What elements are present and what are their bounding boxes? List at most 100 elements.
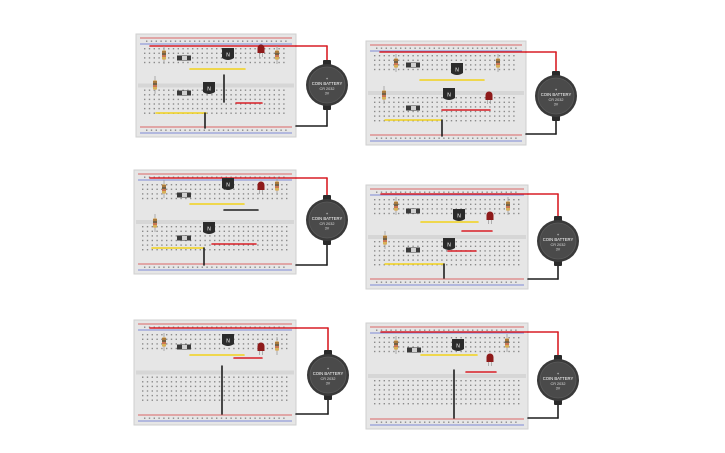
slide-switch[interactable] [406, 247, 420, 253]
hole [161, 399, 163, 401]
hole [196, 94, 199, 96]
resistor-band [275, 57, 279, 59]
hole [503, 203, 505, 205]
hole [508, 55, 510, 57]
hole [455, 115, 457, 117]
slide-switch[interactable] [406, 105, 420, 111]
hole [286, 390, 288, 392]
rail-hole [390, 329, 392, 331]
hole [402, 64, 405, 66]
rail-hole [404, 191, 407, 193]
hole [175, 226, 177, 228]
hole [144, 98, 146, 101]
rail-hole [246, 40, 249, 42]
hole [383, 115, 385, 117]
hole [388, 115, 390, 117]
hole [460, 337, 462, 339]
rail-hole [261, 40, 263, 42]
hole [412, 110, 414, 113]
hole [465, 203, 467, 205]
slide-switch[interactable] [177, 90, 191, 96]
resistor-band [153, 83, 157, 85]
hole [209, 193, 211, 195]
slide-switch[interactable] [177, 344, 191, 350]
hole [204, 376, 206, 378]
hole [206, 107, 208, 110]
hole [508, 254, 510, 257]
hole [209, 347, 211, 350]
slide-switch[interactable] [177, 55, 191, 61]
hole [374, 241, 376, 243]
hole [146, 226, 149, 228]
rail-hole [414, 281, 416, 283]
hole [266, 226, 269, 228]
hole [252, 376, 254, 378]
hole [264, 48, 266, 50]
hole [228, 399, 230, 401]
hole [142, 381, 144, 383]
rail-hole [225, 417, 227, 419]
hole [158, 89, 160, 91]
rail-hole [486, 421, 488, 423]
hole [441, 68, 443, 71]
hole [426, 97, 429, 99]
hole [190, 385, 192, 388]
hole [218, 394, 221, 397]
hole [474, 241, 477, 243]
hole [470, 208, 472, 210]
hole [388, 64, 390, 66]
hole [417, 341, 419, 343]
rail-hole [419, 47, 421, 49]
hole [264, 103, 266, 105]
hole [223, 226, 225, 228]
switch-knob[interactable] [411, 106, 416, 110]
slide-switch[interactable] [406, 208, 420, 214]
rail-hole [153, 417, 155, 419]
switch-knob[interactable] [182, 91, 187, 95]
switch-knob[interactable] [412, 348, 417, 352]
hole [262, 244, 264, 246]
hole [177, 48, 179, 50]
resistor-band [275, 342, 279, 344]
switch-knob[interactable] [182, 56, 187, 60]
switch-knob[interactable] [182, 236, 187, 240]
slide-switch[interactable] [406, 62, 420, 68]
hole [393, 346, 395, 348]
hole [474, 212, 477, 215]
hole [209, 390, 211, 392]
hole [144, 52, 146, 54]
hole [436, 250, 438, 252]
hole [242, 334, 245, 336]
slide-switch[interactable] [177, 192, 191, 198]
switch-knob[interactable] [411, 63, 416, 67]
hole [146, 394, 149, 397]
hole [233, 376, 235, 378]
rail-hole [505, 191, 507, 193]
hole [204, 343, 206, 345]
switch-knob[interactable] [411, 209, 416, 213]
hole [503, 101, 505, 103]
rail-hole [476, 47, 479, 49]
hole [508, 350, 510, 353]
hole [257, 376, 259, 378]
hole [151, 235, 153, 237]
resistor-band [383, 238, 387, 240]
switch-knob[interactable] [182, 345, 187, 349]
switch-knob[interactable] [411, 248, 416, 252]
hole [249, 89, 251, 91]
hole [211, 52, 213, 54]
hole [383, 55, 385, 57]
resistor-band [506, 208, 510, 210]
hole [436, 341, 438, 343]
hole [479, 212, 481, 215]
slide-switch[interactable] [407, 347, 421, 353]
hole [393, 68, 395, 71]
switch-knob[interactable] [182, 193, 187, 197]
hole [374, 59, 376, 61]
slide-switch[interactable] [177, 235, 191, 241]
hole [199, 249, 201, 251]
hole [374, 55, 376, 57]
hole [244, 89, 247, 91]
rail-hole [438, 191, 440, 193]
